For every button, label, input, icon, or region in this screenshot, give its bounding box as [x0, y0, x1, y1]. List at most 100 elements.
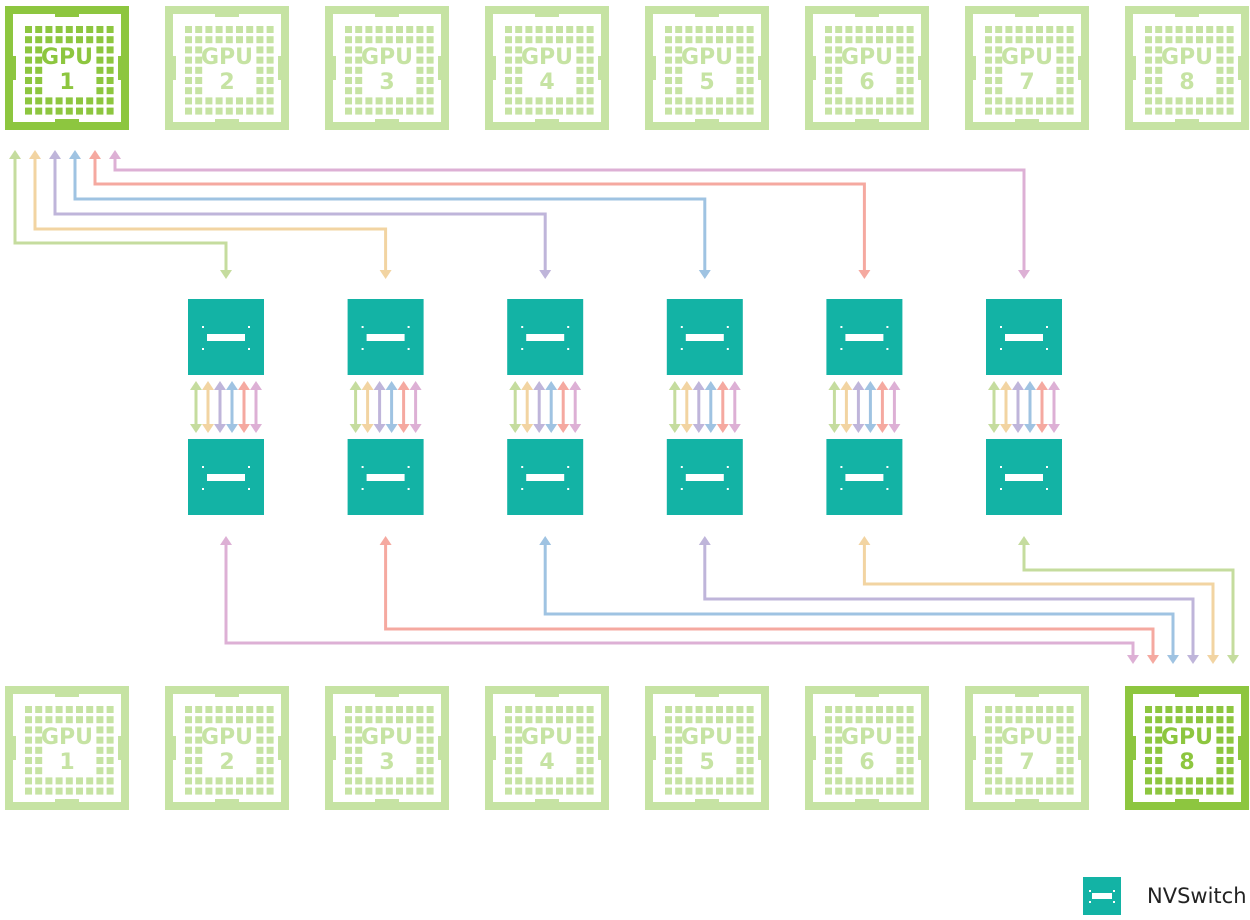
- gpu-pad: [515, 767, 523, 775]
- gpu-notch: [55, 799, 79, 802]
- gpu-pad: [345, 66, 352, 74]
- gpu-pad: [355, 726, 363, 734]
- arrowhead-up: [238, 381, 250, 390]
- gpu-pad: [246, 716, 254, 724]
- gpu-pad: [1066, 787, 1074, 795]
- gpu-pad: [505, 26, 512, 33]
- gpu-pad: [345, 777, 352, 785]
- nvswitch-dot: [567, 488, 570, 490]
- arrowhead-down: [397, 424, 410, 433]
- gpu-pad: [736, 26, 744, 33]
- gpu-pad: [76, 706, 83, 713]
- gpu-notch: [1015, 694, 1039, 697]
- gpu-pad: [736, 767, 744, 775]
- gpu-pad: [35, 26, 43, 33]
- gpu-pad: [515, 706, 523, 713]
- gpu-pad: [106, 767, 114, 775]
- arrowhead-down: [858, 270, 871, 279]
- gpu-notch: [855, 694, 879, 697]
- gpu-pad: [1216, 107, 1224, 115]
- gpu-pad: [266, 56, 274, 64]
- gpu-pad: [1056, 736, 1064, 744]
- gpu-pad: [1015, 107, 1023, 115]
- gpu-pad: [426, 726, 434, 734]
- gpu-notch: [758, 56, 761, 80]
- gpu-pad: [225, 787, 233, 795]
- gpu-pad: [1155, 736, 1163, 744]
- arrowhead-up: [373, 381, 386, 390]
- gpu-pad: [1025, 777, 1033, 785]
- gpu-pad: [1025, 716, 1033, 724]
- gpu-pad: [185, 736, 192, 744]
- gpu-pad: [65, 716, 73, 724]
- gpu-pad: [416, 746, 424, 754]
- gpu-pad: [256, 87, 264, 95]
- gpu-notch: [1175, 694, 1199, 697]
- nvswitch-bar: [845, 334, 884, 341]
- gpu-pad: [576, 36, 584, 44]
- gpu-notch: [695, 799, 719, 802]
- gpu-pad: [266, 36, 274, 44]
- gpu-notch: [438, 736, 441, 760]
- gpu-pad: [1015, 777, 1023, 785]
- gpu-border: [165, 686, 289, 810]
- gpu-pad: [246, 787, 254, 795]
- gpu-pad: [1066, 716, 1074, 724]
- nvswitch-bottom-6: [986, 439, 1062, 515]
- gpu-pad: [515, 777, 523, 785]
- gpu-pad: [835, 26, 843, 33]
- gpu-pad: [576, 87, 584, 95]
- gpu-pad: [1056, 36, 1064, 44]
- gpu-pad: [705, 36, 713, 44]
- gpu-pad: [835, 757, 843, 764]
- gpu-pad: [906, 87, 914, 95]
- gpu-pad: [556, 97, 563, 105]
- gpu-pad: [426, 767, 434, 775]
- gpu-pad: [1196, 706, 1203, 713]
- gpu-pad: [246, 26, 254, 33]
- gpu-pad: [825, 746, 832, 754]
- gpu-pad: [96, 87, 104, 95]
- gpu-pad: [906, 77, 914, 84]
- gpu-notch: [1015, 14, 1039, 17]
- gpu-pad: [266, 716, 274, 724]
- gpu-notch: [13, 736, 16, 760]
- nvswitch-dot: [840, 466, 843, 468]
- gpu-pad: [825, 716, 832, 724]
- gpu-pad: [1056, 777, 1064, 785]
- gpu-pad: [25, 767, 32, 775]
- gpu-pad: [825, 787, 832, 795]
- gpu-pad: [736, 87, 744, 95]
- gpu-number: 6: [859, 750, 874, 775]
- gpu-pad: [685, 716, 693, 724]
- gpu-notch: [695, 694, 719, 697]
- gpu-pad: [855, 107, 863, 115]
- nvswitch-dot: [1046, 326, 1048, 328]
- gpu-pad: [1145, 87, 1152, 95]
- gpu-pad: [505, 716, 512, 724]
- gpu-number: 8: [1179, 70, 1194, 95]
- link-switch-5-gpu8: [862, 544, 1215, 656]
- gpu-border: [645, 686, 769, 810]
- gpu-pad: [586, 87, 594, 95]
- gpu-pad: [855, 716, 863, 724]
- gpu-pad: [35, 716, 43, 724]
- gpu-pad: [515, 77, 523, 84]
- gpu-border: [485, 6, 609, 130]
- gpu-pad: [535, 36, 543, 44]
- gpu-pad: [345, 87, 352, 95]
- gpu-pad: [25, 26, 32, 33]
- gpu-pad: [1175, 26, 1183, 33]
- gpu-pad: [1056, 757, 1064, 764]
- link-gpu1-switch-2: [33, 158, 388, 271]
- gpu-pad: [1036, 26, 1043, 33]
- arrowhead-down: [704, 424, 717, 433]
- gpu-pad: [195, 46, 203, 54]
- gpu-pad: [835, 97, 843, 105]
- gpu-notch: [278, 56, 281, 80]
- gpu-pad: [1145, 787, 1152, 795]
